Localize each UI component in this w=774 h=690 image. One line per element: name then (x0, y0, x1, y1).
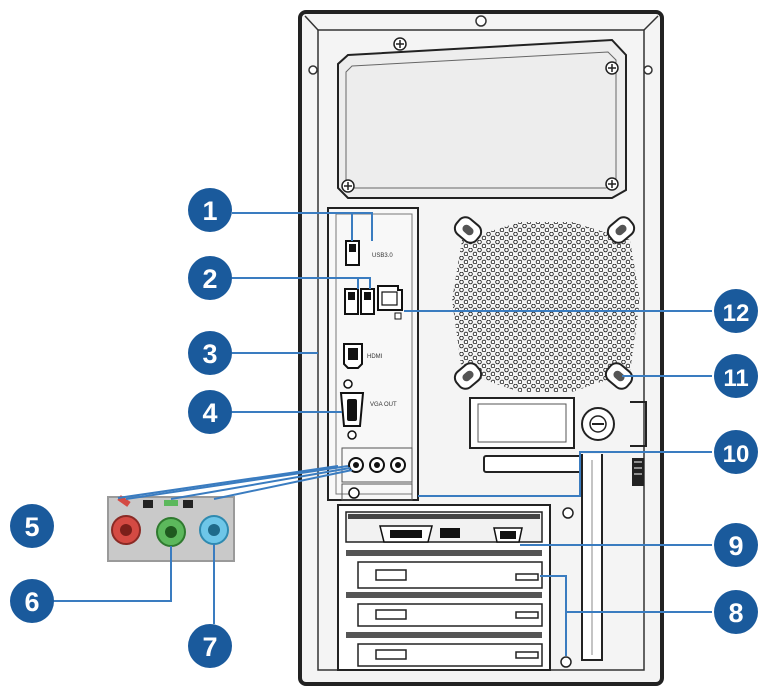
psu-outline (337, 38, 627, 199)
usb-label: USB3.0 (372, 253, 393, 259)
svg-text:1: 1 (202, 196, 217, 226)
callout-3: 3 (188, 331, 232, 375)
fan-mount-br (604, 362, 634, 390)
audio-jack-red (111, 515, 141, 545)
psu-screw-br (605, 177, 619, 191)
callout-9: 9 (714, 523, 758, 567)
callout-11: 11 (714, 354, 758, 398)
vent-cover (469, 397, 575, 449)
screw-right (643, 65, 653, 75)
svg-text:10: 10 (723, 441, 750, 468)
leader-line-8 (540, 575, 712, 656)
chassis-details (469, 397, 647, 661)
svg-text:9: 9 (728, 531, 743, 561)
fan-mount-tr (606, 216, 636, 244)
svg-text:6: 6 (24, 587, 39, 617)
leader-line-10 (418, 451, 712, 497)
leader-line-6 (52, 546, 172, 602)
fan-grille (452, 216, 640, 392)
leader-lines (52, 212, 712, 656)
slot-graphics-card (345, 511, 543, 543)
callout-8: 8 (714, 590, 758, 634)
svg-text:4: 4 (202, 398, 217, 428)
callout-6: 6 (10, 579, 54, 623)
svg-text:3: 3 (202, 339, 217, 369)
power-supply (337, 37, 627, 199)
fan-mount-bl (453, 362, 483, 390)
psu-screw-bl (341, 179, 355, 193)
svg-text:11: 11 (723, 365, 748, 392)
hdmi-port (343, 343, 363, 369)
callout-4: 4 (188, 390, 232, 434)
audio-jack-green (156, 517, 186, 547)
leader-line-5 (117, 465, 339, 499)
leader-line-1 (232, 212, 373, 241)
callout-5: 5 (10, 504, 54, 548)
leader-line-2 (232, 277, 371, 289)
chassis-screw-mid (562, 507, 574, 519)
audio-jacks-shield (341, 447, 413, 501)
leader-line-5b (125, 465, 353, 500)
svg-text:12: 12 (723, 300, 750, 327)
svg-text:8: 8 (728, 598, 743, 628)
vga-port (339, 379, 365, 440)
side-latch (630, 401, 647, 447)
callout-1: 1 (188, 188, 232, 232)
hdmi-label: HDMI (367, 354, 383, 360)
audio-jack-blue (199, 515, 229, 545)
psu-screw-tr (605, 61, 619, 75)
psu-screw-tl (393, 37, 407, 51)
svg-text:5: 5 (24, 512, 39, 542)
usb-port-top (345, 240, 360, 266)
screw-top (475, 15, 487, 27)
slot-bracket-4 (346, 632, 543, 667)
callout-7: 7 (188, 624, 232, 668)
svg-text:7: 7 (202, 632, 217, 662)
lan-port (377, 285, 403, 320)
vga-label: VGA OUT (370, 402, 397, 408)
expansion-slots (337, 504, 572, 671)
callout-10: 10 (714, 430, 758, 474)
callout-12: 12 (714, 289, 758, 333)
svg-text:2: 2 (202, 264, 217, 294)
fan-mount-tl (453, 216, 483, 244)
callout-2: 2 (188, 256, 232, 300)
slot-bracket-3 (346, 592, 543, 627)
slot-bracket-2 (346, 550, 543, 589)
separator-bar (483, 455, 585, 473)
screw-left (308, 65, 318, 75)
usb-port-pair (344, 288, 375, 315)
